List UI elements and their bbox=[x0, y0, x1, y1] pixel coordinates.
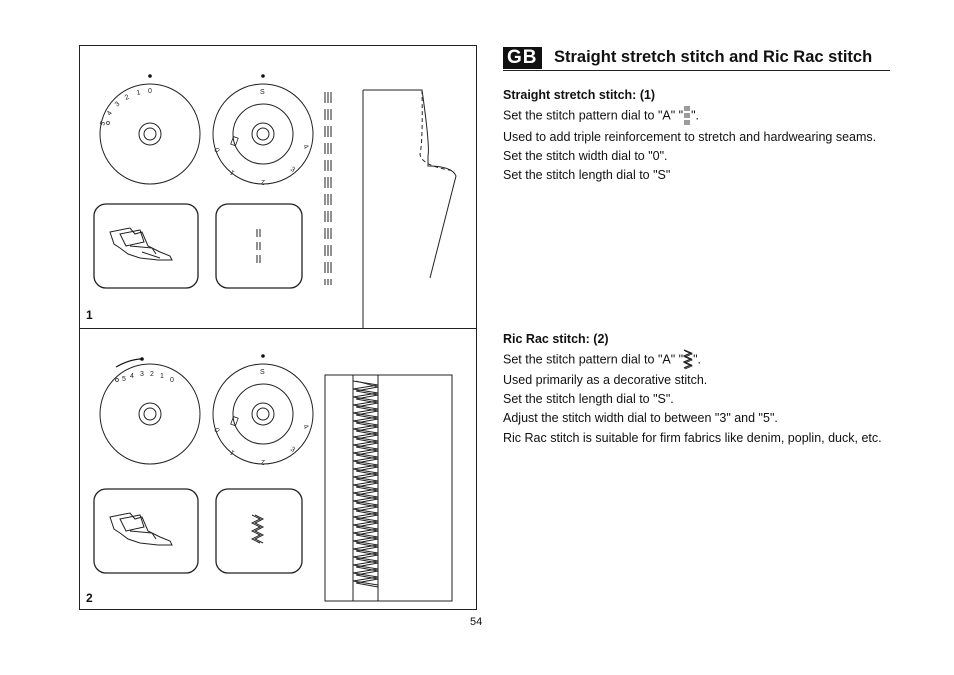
instruction-line: Used to add triple reinforcement to stre… bbox=[503, 130, 877, 144]
instruction-line: Adjust the stitch width dial to between … bbox=[503, 411, 778, 425]
svg-text:4: 4 bbox=[301, 144, 309, 151]
instruction-line: Set the stitch width dial to "0". bbox=[503, 149, 668, 163]
svg-text:0: 0 bbox=[148, 88, 152, 95]
svg-text:1: 1 bbox=[160, 373, 164, 380]
instruction-line: Set the stitch length dial to "S" bbox=[503, 168, 671, 182]
fabric-icon bbox=[324, 374, 453, 602]
divider bbox=[80, 328, 476, 329]
figure-2-drawing: 5 4 3 2 1 0 S 4 3 bbox=[93, 354, 453, 602]
section-heading: GB Straight stretch stitch and Ric Rac s… bbox=[503, 46, 890, 71]
ric-rac-stitch-icon bbox=[683, 349, 694, 370]
ric-rac-seam-icon bbox=[352, 380, 379, 588]
stitch-length-dial-icon: S 4 3 2 1 0 bbox=[212, 74, 314, 185]
triple-straight-stitch-icon bbox=[684, 106, 690, 125]
ric-rac-stitch-icon bbox=[215, 488, 303, 574]
stitch-width-dial-icon: 5 4 3 2 1 0 bbox=[99, 74, 201, 185]
svg-text:1: 1 bbox=[229, 448, 236, 456]
stitch-width-dial-icon: 5 4 3 2 1 0 bbox=[99, 357, 201, 465]
svg-text:3: 3 bbox=[289, 166, 296, 174]
svg-text:3: 3 bbox=[140, 371, 144, 378]
stitch-length-dial-icon: S 4 3 2 1 0 bbox=[212, 354, 314, 465]
svg-text:2: 2 bbox=[261, 458, 265, 465]
svg-text:S: S bbox=[260, 89, 265, 96]
svg-text:4: 4 bbox=[130, 373, 134, 380]
svg-text:4: 4 bbox=[106, 110, 114, 117]
svg-text:5: 5 bbox=[122, 376, 126, 383]
svg-text:2: 2 bbox=[124, 94, 131, 102]
figure-number: 1 bbox=[86, 308, 93, 322]
subtitle: Ric Rac stitch: (2) bbox=[503, 332, 609, 346]
presser-foot-icon bbox=[93, 488, 199, 574]
svg-text:0: 0 bbox=[170, 377, 174, 384]
instruction-line: Ric Rac stitch is suitable for firm fabr… bbox=[503, 431, 882, 445]
instruction-line: Set the stitch length dial to "S". bbox=[503, 392, 674, 406]
svg-text:0: 0 bbox=[214, 427, 222, 433]
page-title: Straight stretch stitch and Ric Rac stit… bbox=[554, 48, 873, 66]
fabric-icon bbox=[362, 89, 457, 328]
instruction-line: Set the stitch pattern dial to "A" "". bbox=[503, 349, 890, 371]
svg-text:3: 3 bbox=[289, 446, 296, 454]
stitch-sample-icon bbox=[324, 92, 332, 285]
svg-text:1: 1 bbox=[136, 89, 141, 97]
illustration-panel: 5 4 3 2 1 0 S 4 3 bbox=[79, 45, 477, 610]
figure-1-drawing: 5 4 3 2 1 0 S 4 3 bbox=[93, 74, 457, 328]
figure-number: 2 bbox=[86, 591, 93, 605]
presser-foot-icon bbox=[93, 203, 199, 289]
language-badge: GB bbox=[503, 47, 542, 69]
straight-stretch-section: Straight stretch stitch: (1) Set the sti… bbox=[503, 86, 890, 185]
svg-text:1: 1 bbox=[229, 168, 236, 176]
figure-1: 5 4 3 2 1 0 S 4 3 bbox=[80, 46, 476, 328]
svg-text:2: 2 bbox=[261, 178, 265, 185]
instruction-line: Set the stitch pattern dial to "A" "". bbox=[503, 105, 890, 127]
page-number: 54 bbox=[470, 616, 483, 628]
triple-straight-stitch-icon bbox=[215, 203, 303, 289]
subtitle: Straight stretch stitch: (1) bbox=[503, 88, 656, 102]
ric-rac-section: Ric Rac stitch: (2) Set the stitch patte… bbox=[503, 330, 890, 448]
figure-2: 5 4 3 2 1 0 S 4 3 bbox=[80, 329, 476, 611]
svg-text:3: 3 bbox=[114, 101, 122, 109]
instruction-line: Used primarily as a decorative stitch. bbox=[503, 373, 708, 387]
svg-text:S: S bbox=[260, 369, 265, 376]
svg-text:5: 5 bbox=[99, 121, 107, 127]
svg-text:4: 4 bbox=[301, 424, 309, 431]
svg-text:0: 0 bbox=[214, 147, 222, 153]
svg-text:2: 2 bbox=[150, 371, 154, 378]
